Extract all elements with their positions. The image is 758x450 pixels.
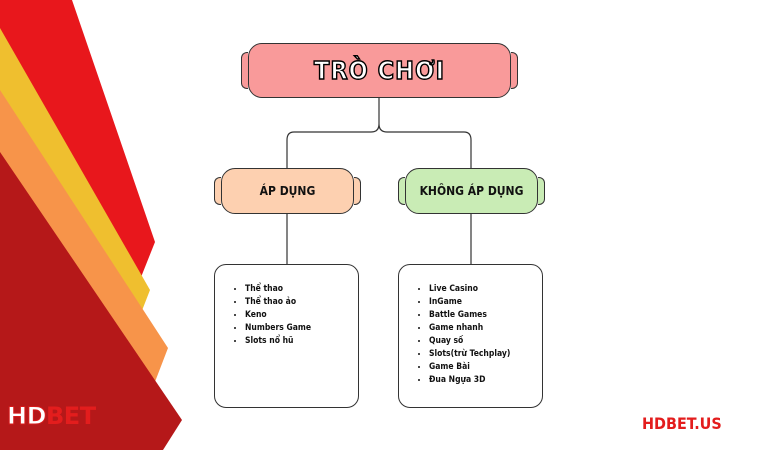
no-apply-list-box: Live Casino InGame Battle Games Game nha… xyxy=(398,264,543,408)
apply-list-item: Thể thao xyxy=(245,283,358,296)
no-apply-list-item: Game nhanh xyxy=(429,322,542,335)
no-apply-node-label: KHÔNG ÁP DỤNG xyxy=(419,184,524,198)
apply-list-box: Thể thao Thể thao ảo Keno Numbers Game S… xyxy=(214,264,359,408)
apply-list-item: Numbers Game xyxy=(245,322,358,335)
root-node-label: TRÒ CHƠI xyxy=(313,55,445,85)
no-apply-node-left-tab xyxy=(398,177,405,205)
connector-root-split xyxy=(286,98,472,168)
root-node-left-tab xyxy=(241,52,248,89)
logo-part-hd: HD xyxy=(6,402,47,431)
apply-list-item: Slots nổ hũ xyxy=(245,335,358,348)
apply-list-item: Thể thao ảo xyxy=(245,296,358,309)
root-node: TRÒ CHƠI xyxy=(241,43,518,98)
apply-node-left-tab xyxy=(214,177,221,205)
apply-list-item: Keno xyxy=(245,309,358,322)
no-apply-list-item: Quay số xyxy=(429,335,542,348)
no-apply-node: KHÔNG ÁP DỤNG xyxy=(398,168,545,214)
no-apply-node-right-tab xyxy=(538,177,545,205)
apply-node: ÁP DỤNG xyxy=(214,168,361,214)
no-apply-list-item: InGame xyxy=(429,296,542,309)
logo-part-bet: BET xyxy=(46,402,96,430)
apply-node-label: ÁP DỤNG xyxy=(259,184,316,198)
no-apply-list-item: Live Casino xyxy=(429,283,542,296)
stripe-orange xyxy=(0,90,168,400)
no-apply-list-item: Battle Games xyxy=(429,309,542,322)
stripe-darkred xyxy=(0,152,182,450)
apply-node-right-tab xyxy=(354,177,361,205)
root-node-right-tab xyxy=(511,52,518,89)
hdbet-logo: HDBET xyxy=(6,402,96,431)
no-apply-list-item: Game Bài xyxy=(429,361,542,374)
apply-list: Thể thao Thể thao ảo Keno Numbers Game S… xyxy=(215,265,358,348)
no-apply-list: Live Casino InGame Battle Games Game nha… xyxy=(399,265,542,387)
no-apply-list-item: Đua Ngựa 3D xyxy=(429,374,542,387)
no-apply-list-item: Slots(trừ Techplay) xyxy=(429,348,542,361)
site-url-text: HDBET.US xyxy=(642,414,722,433)
